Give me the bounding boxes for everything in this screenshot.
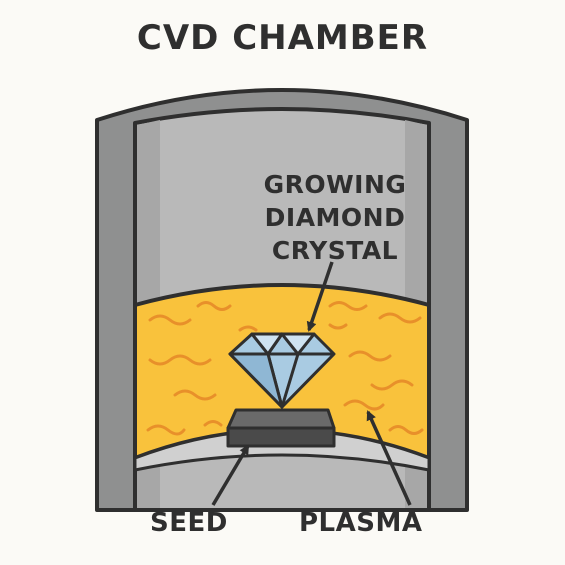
diamond-crystal — [228, 332, 336, 409]
seed-label: SEED — [150, 508, 228, 538]
plasma-wisps — [146, 301, 424, 436]
crystal-label: GROWING DIAMOND CRYSTAL — [230, 168, 440, 267]
plasma-label: PLASMA — [299, 508, 423, 538]
seed-arrow — [211, 444, 250, 506]
seed-substrate — [226, 408, 336, 448]
crystal-label-line-1: GROWING — [263, 170, 407, 199]
diagram-title: CVD CHAMBER — [136, 18, 429, 58]
crystal-label-line-2: DIAMOND — [264, 203, 406, 232]
crystal-arrow — [306, 261, 334, 332]
plasma-arrow — [366, 410, 412, 506]
crystal-label-line-3: CRYSTAL — [271, 236, 399, 265]
